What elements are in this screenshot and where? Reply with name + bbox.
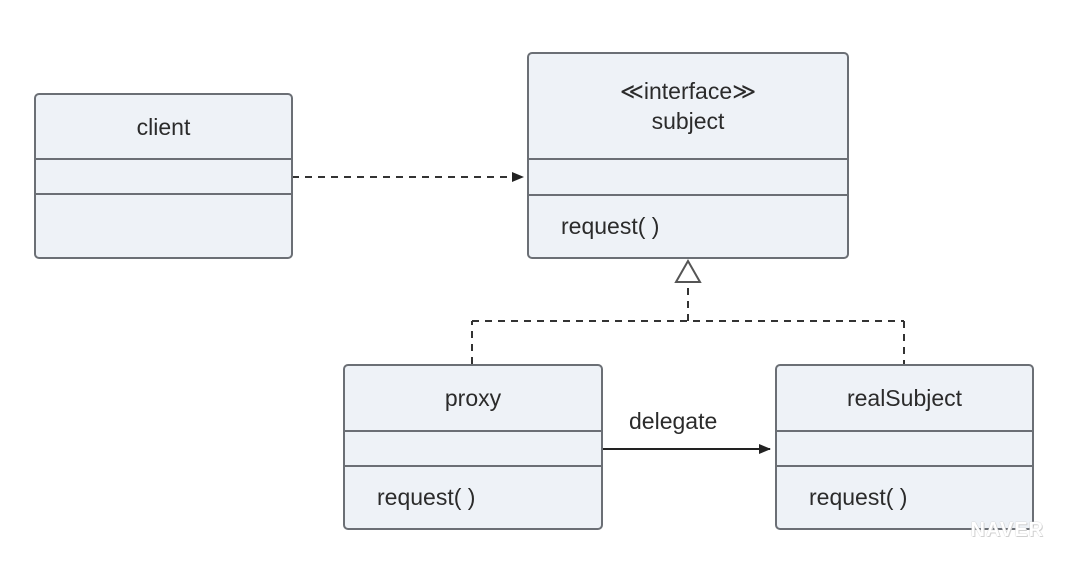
delegate-label: delegate [629, 408, 718, 434]
subject-header: ≪interface≫ subject [529, 54, 847, 158]
realsubject-divider-2 [777, 465, 1032, 467]
realsubject-divider-1 [777, 430, 1032, 432]
client-attributes [36, 160, 291, 193]
realsubject-methods: request( ) [777, 467, 1032, 528]
subject-divider-2 [529, 194, 847, 196]
subject-divider-1 [529, 158, 847, 160]
client-class: client [34, 93, 293, 259]
subject-method-request: request( ) [561, 213, 660, 239]
subject-methods: request( ) [529, 196, 847, 257]
subject-name: subject [651, 108, 725, 134]
proxy-methods: request( ) [345, 467, 601, 528]
realsubject-attributes [777, 432, 1032, 465]
subject-interface: ≪interface≫ subject request( ) [527, 52, 849, 259]
proxy-attributes [345, 432, 601, 465]
proxy-header: proxy [345, 366, 601, 430]
proxy-divider-2 [345, 465, 601, 467]
proxy-method-request: request( ) [377, 484, 476, 510]
client-methods [36, 195, 291, 257]
realsubject-method-request: request( ) [809, 484, 908, 510]
proxy-divider-1 [345, 430, 601, 432]
subject-stereotype: ≪interface≫ [619, 78, 757, 104]
subject-attributes [529, 160, 847, 194]
realsubject-header: realSubject [777, 366, 1032, 430]
realsubject-class: realSubject request( ) [775, 364, 1034, 530]
proxy-name: proxy [444, 385, 502, 411]
client-name-label: client [136, 113, 191, 140]
client-name: client [36, 95, 291, 158]
realization-triangle [674, 258, 702, 283]
client-divider-2 [36, 193, 291, 195]
realsubject-name: realSubject [846, 385, 963, 411]
proxy-class: proxy request( ) [343, 364, 603, 530]
client-divider-1 [36, 158, 291, 160]
naver-watermark: NAVER [970, 519, 1044, 541]
